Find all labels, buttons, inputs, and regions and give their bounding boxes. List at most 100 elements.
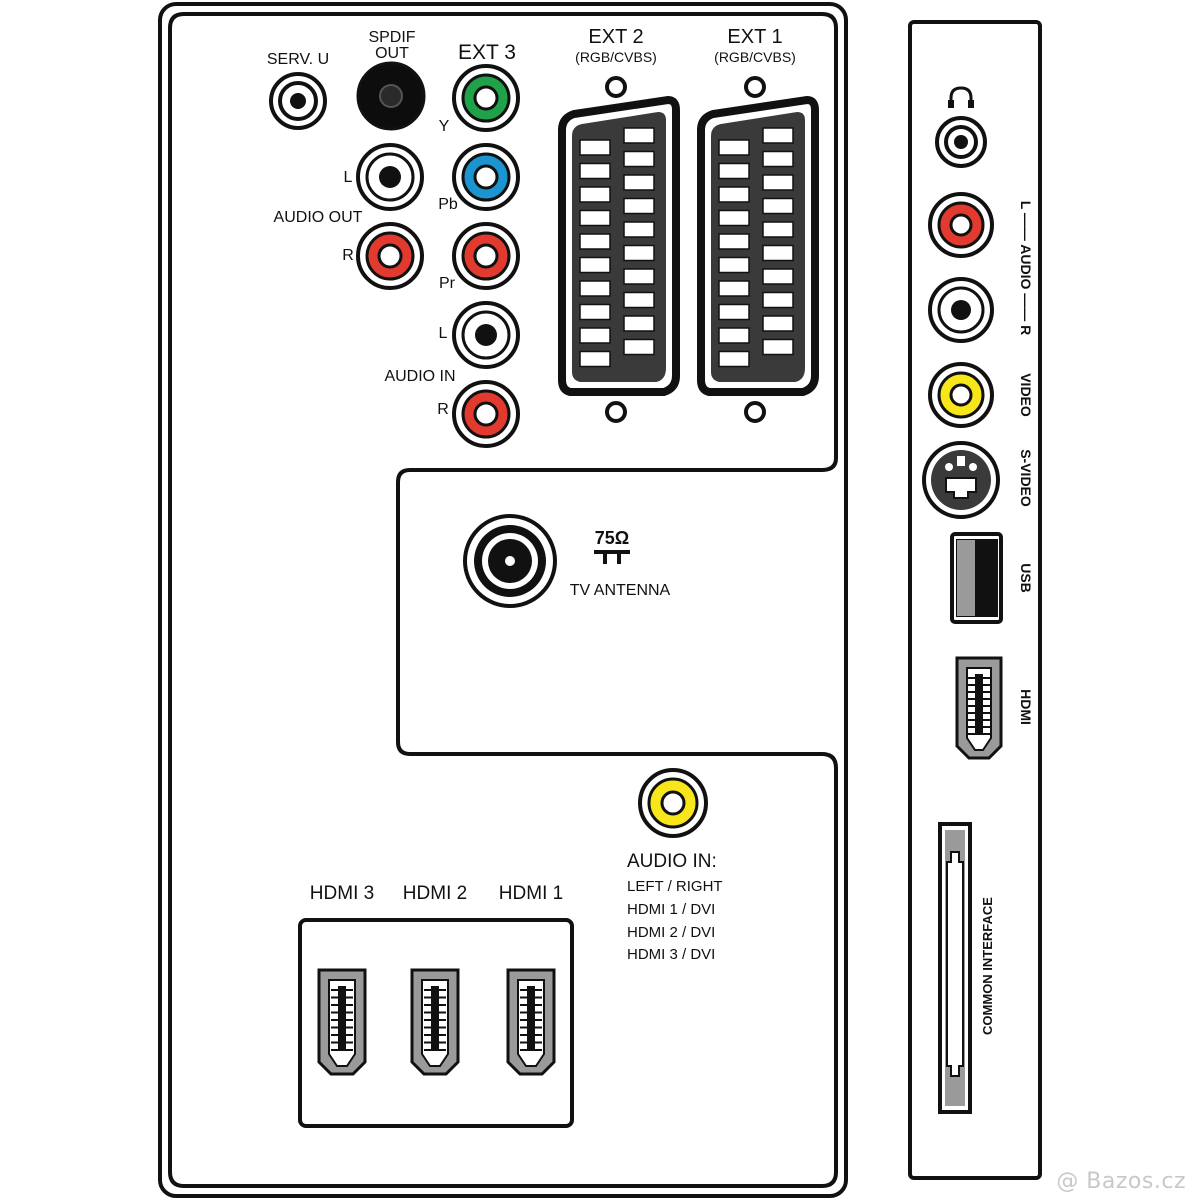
- hdmi-audio-in-jack[interactable]: [638, 768, 708, 838]
- side-audio-l-jack[interactable]: [928, 277, 994, 343]
- audio-in-r-jack[interactable]: [452, 380, 520, 448]
- side-hdmi-port[interactable]: [955, 656, 1003, 760]
- side-svideo-label: S-VIDEO: [1018, 449, 1034, 507]
- scart-pin: [579, 280, 611, 297]
- ext2-scart-connector[interactable]: [558, 95, 680, 396]
- spdif-label-line1: SPDIF: [368, 29, 415, 46]
- antenna-coax-symbol: [594, 550, 630, 564]
- hdmi3-label: HDMI 3: [310, 883, 374, 904]
- ext2-screw-bottom: [605, 401, 627, 423]
- scart-pin: [762, 338, 794, 356]
- common-interface-slot[interactable]: [938, 822, 972, 1114]
- scart-pin: [718, 162, 750, 180]
- scart-pin: [762, 244, 794, 262]
- scart-pin: [579, 139, 611, 156]
- spdif-label-line2: OUT: [375, 45, 409, 62]
- audio-in-l-jack[interactable]: [452, 301, 520, 369]
- side-audio-label: L —— AUDIO —— R: [1018, 201, 1034, 336]
- scart-pin: [579, 186, 611, 203]
- hdmi3-port[interactable]: [317, 968, 367, 1076]
- scart-pin: [579, 327, 611, 344]
- side-video-label: VIDEO: [1018, 373, 1034, 417]
- hdmi-audio-in-title: AUDIO IN:: [627, 851, 717, 872]
- ext3-pr-jack[interactable]: [452, 222, 520, 290]
- common-interface-label: COMMON INTERFACE: [980, 897, 995, 1035]
- watermark: @ Bazos.cz: [1056, 1169, 1186, 1194]
- scart-pin: [762, 315, 794, 332]
- spdif-out-jack[interactable]: [356, 61, 426, 131]
- hdmi2-port[interactable]: [410, 968, 460, 1076]
- hdmi1-label: HDMI 1: [499, 883, 563, 904]
- ext3-title: EXT 3: [458, 41, 516, 64]
- scart-pin: [718, 233, 750, 250]
- headphone-icon: [948, 86, 974, 108]
- scart-pin: [623, 127, 655, 144]
- scart-pin: [718, 209, 750, 227]
- scart-pin: [718, 280, 750, 297]
- hdmi-audio-in-line-1: LEFT / RIGHT: [627, 878, 723, 895]
- scart-pin: [623, 221, 655, 238]
- scart-pin: [623, 197, 655, 215]
- antenna-ohms-label: 75Ω: [595, 528, 629, 548]
- audio-out-l-jack[interactable]: [356, 143, 424, 211]
- scart-pin: [579, 303, 611, 321]
- scart-pin: [718, 256, 750, 274]
- scart-pin: [762, 268, 794, 285]
- ext3-pb-label: Pb: [438, 196, 458, 213]
- ext3-y-jack[interactable]: [452, 64, 520, 132]
- serv-u-label: SERV. U: [267, 51, 329, 68]
- scart-pin: [623, 244, 655, 262]
- ext2-screw-top: [605, 76, 627, 98]
- antenna-label: TV ANTENNA: [570, 582, 671, 599]
- hdmi-port-group: [298, 918, 574, 1128]
- scart-pin: [579, 256, 611, 274]
- ext1-scart-connector[interactable]: [697, 95, 819, 396]
- side-svideo-jack[interactable]: [922, 441, 1000, 519]
- hdmi-ports: [317, 968, 556, 1076]
- ext1-screw-bottom: [744, 401, 766, 423]
- main-panel-outer: [158, 2, 848, 1198]
- audio-out-r-label: R: [342, 247, 354, 264]
- scart-pin: [623, 150, 655, 168]
- scart-pin: [623, 315, 655, 332]
- headphone-jack[interactable]: [935, 116, 987, 168]
- scart-pin: [623, 338, 655, 356]
- scart-pin: [762, 174, 794, 191]
- hdmi2-label: HDMI 2: [403, 883, 467, 904]
- side-usb-port[interactable]: [950, 532, 1003, 624]
- ext2-title: EXT 2: [588, 26, 643, 48]
- side-hdmi-label: HDMI: [1018, 689, 1034, 725]
- scart-pin: [579, 209, 611, 227]
- audio-out-r-jack[interactable]: [356, 222, 424, 290]
- ext3-pr-label: Pr: [439, 275, 456, 292]
- scart-pin: [762, 291, 794, 309]
- scart-pin: [579, 350, 611, 368]
- audio-in-l-label: L: [439, 325, 448, 342]
- ext3-pb-jack[interactable]: [452, 143, 520, 211]
- audio-out-l-label: L: [344, 169, 353, 186]
- ext3-y-label: Y: [439, 118, 450, 135]
- scart-pin: [762, 127, 794, 144]
- scart-pin: [623, 291, 655, 309]
- scart-pin: [718, 303, 750, 321]
- scart-pin: [762, 221, 794, 238]
- scart-pin: [623, 174, 655, 191]
- side-audio-r-jack[interactable]: [928, 192, 994, 258]
- side-hdmi-connector[interactable]: [955, 656, 1003, 760]
- hdmi-audio-in-line-4: HDMI 3 / DVI: [627, 946, 715, 963]
- ext2-subtitle: (RGB/CVBS): [575, 49, 657, 65]
- scart-pin: [762, 197, 794, 215]
- tv-antenna-jack[interactable]: [463, 514, 557, 608]
- ext1-screw-top: [744, 76, 766, 98]
- serv-u-jack[interactable]: [269, 72, 327, 130]
- main-panel-inner: [168, 12, 838, 1188]
- audio-out-label: AUDIO OUT: [274, 209, 363, 226]
- hdmi-audio-in-line-3: HDMI 2 / DVI: [627, 924, 715, 941]
- scart-pin: [718, 327, 750, 344]
- scart-pin: [718, 139, 750, 156]
- ext1-subtitle: (RGB/CVBS): [714, 49, 796, 65]
- side-video-jack[interactable]: [928, 362, 994, 428]
- hdmi1-port[interactable]: [506, 968, 556, 1076]
- scart-pin: [579, 162, 611, 180]
